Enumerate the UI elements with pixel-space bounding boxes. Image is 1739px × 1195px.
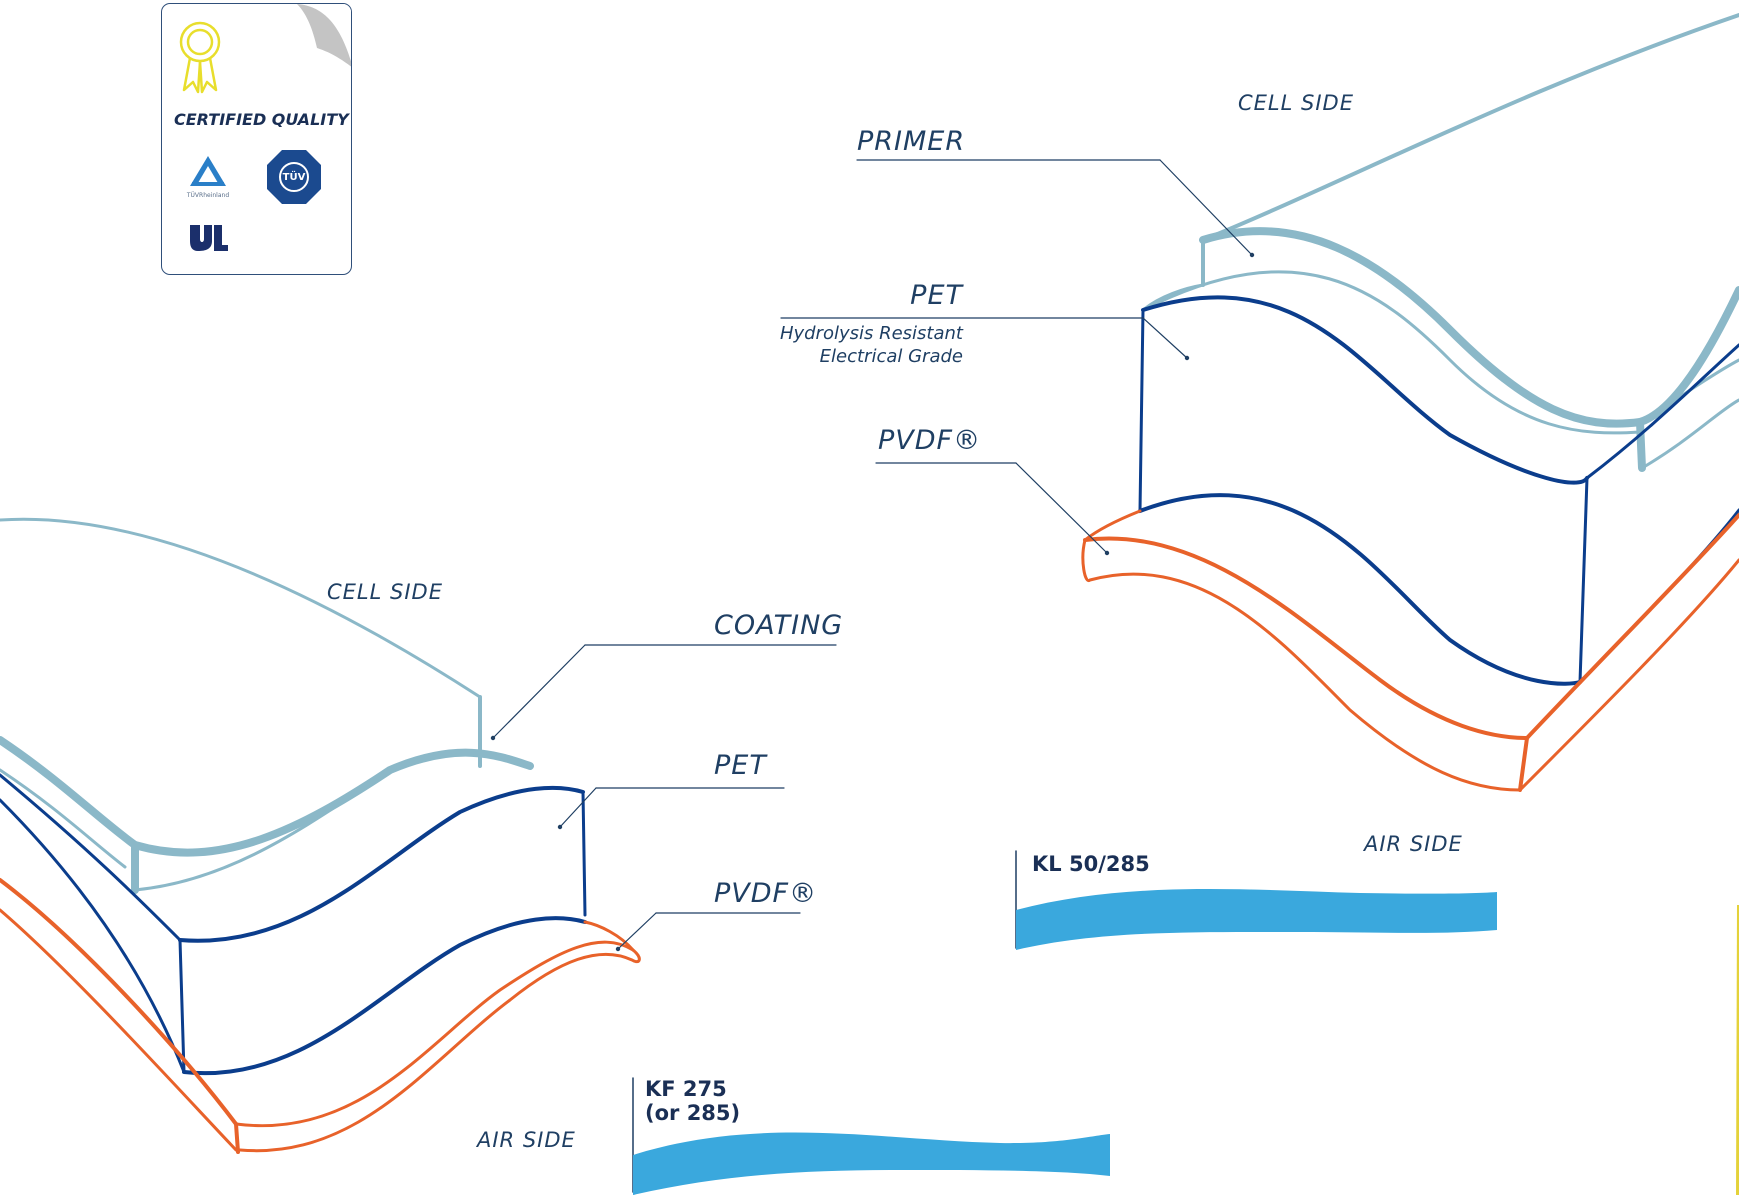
edge-partial-element <box>1736 905 1739 1195</box>
right-primer-layer <box>1141 13 1739 472</box>
right-pet-layer <box>1138 295 1739 686</box>
left-leader-lines <box>492 644 837 950</box>
left-product-line2: (or 285) <box>645 1101 741 1125</box>
right-laminate-diagram <box>780 13 1739 950</box>
right-primer-label: PRIMER <box>857 126 966 157</box>
certified-quality-title: CERTIFIED QUALITY <box>174 110 349 129</box>
award-ribbon-icon <box>179 21 221 94</box>
right-leader-dots <box>1104 252 1255 556</box>
right-pet-note-line2: Electrical Grade <box>819 346 963 367</box>
left-laminate-diagram <box>0 517 1110 1195</box>
left-air-side-label: AIR SIDE <box>477 1128 576 1152</box>
certified-quality-badge: CERTIFIED QUALITY TÜVRheinland TÜV <box>161 3 352 275</box>
right-cell-side-label: CELL SIDE <box>1238 91 1354 115</box>
right-pet-note: Hydrolysis Resistant Electrical Grade <box>780 322 963 368</box>
left-product-name: KF 275 (or 285) <box>645 1077 740 1125</box>
tuv-rheinland-text: TÜVRheinland <box>186 192 229 199</box>
right-product-name: KL 50/285 <box>1032 852 1150 876</box>
left-pvdf-layer <box>0 878 641 1154</box>
left-product-swatch <box>633 1132 1110 1195</box>
tuv-rheinland-logo: TÜVRheinland <box>186 156 229 199</box>
left-pvdf-label: PVDF® <box>714 878 818 909</box>
left-product-line1: KF 275 <box>645 1077 727 1101</box>
right-pvdf-label: PVDF® <box>878 425 982 456</box>
left-pet-layer <box>0 773 587 1076</box>
ul-recognized-logo <box>190 225 228 251</box>
right-product-swatch <box>1016 888 1497 950</box>
tuv-sud-logo: TÜV <box>267 150 321 204</box>
right-pet-label: PET <box>910 280 963 311</box>
right-air-side-label: AIR SIDE <box>1364 832 1463 856</box>
left-pet-label: PET <box>714 750 767 781</box>
right-pet-note-line1: Hydrolysis Resistant <box>779 323 963 344</box>
left-coating-label: COATING <box>714 610 844 641</box>
page-fold-icon <box>297 4 351 67</box>
right-leader-lines <box>780 159 1253 554</box>
left-cell-side-label: CELL SIDE <box>327 580 443 604</box>
tuv-sud-text: TÜV <box>283 169 306 183</box>
left-coating-layer <box>0 517 534 894</box>
right-pvdf-layer <box>1081 509 1739 792</box>
left-leader-dots <box>490 735 621 952</box>
